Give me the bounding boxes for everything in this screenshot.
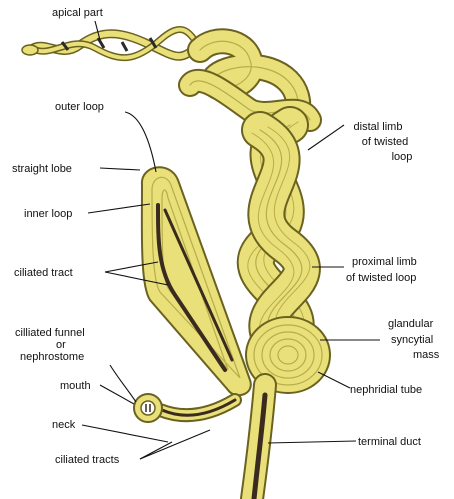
apical-part [22, 29, 205, 57]
label-glandular-2: syncytial [391, 334, 433, 346]
label-ciliated-tract: ciliated tract [14, 267, 73, 279]
label-straight-lobe: straight lobe [12, 163, 72, 175]
label-glandular-3: mass [413, 349, 440, 361]
label-ciliated-tracts: ciliated tracts [55, 454, 120, 466]
terminal-duct-tube [252, 385, 265, 499]
label-inner-loop: inner loop [24, 208, 72, 220]
label-distal-limb-1: distal limb [354, 121, 403, 133]
label-apical-part: apical part [52, 7, 103, 19]
label-mouth: mouth [60, 380, 91, 392]
label-glandular-1: glandular [388, 318, 434, 330]
label-ciliated-funnel-2: or [56, 339, 66, 351]
label-ciliated-funnel-3: nephrostome [20, 351, 84, 363]
label-distal-limb-2: of twisted [362, 136, 408, 148]
label-terminal-duct: terminal duct [358, 436, 421, 448]
label-nephridial-tube: nephridial tube [350, 384, 422, 396]
label-distal-limb-3: loop [392, 151, 413, 163]
label-ciliated-funnel-1: cilliated funnel [15, 327, 85, 339]
label-neck: neck [52, 419, 76, 431]
label-proximal-limb-2: of twisted loop [346, 272, 416, 284]
ciliated-funnel [134, 394, 235, 422]
twisted-loop [248, 122, 310, 348]
label-outer-loop: outer loop [55, 101, 104, 113]
label-proximal-limb-1: proximal limb [352, 256, 417, 268]
